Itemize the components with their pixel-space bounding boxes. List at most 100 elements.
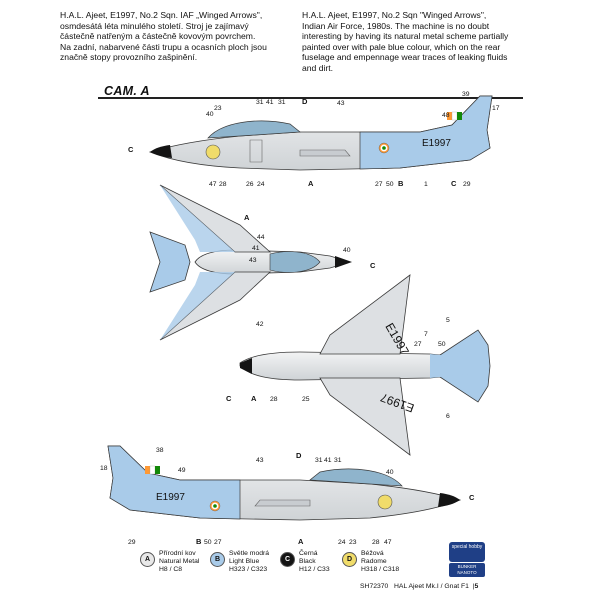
svg-text:17: 17 [492, 105, 500, 112]
svg-text:50: 50 [438, 341, 446, 348]
en-line: Indian Air Force, 1980s. The machine is … [302, 20, 490, 31]
legend-code: H323 / C323 [229, 566, 268, 574]
side-view-right: E1997 38 18 49 43 D 31 41 31 40 29 B 50 … [100, 445, 475, 546]
legend-en: Black [299, 558, 316, 566]
side-view-left: E1997 40 23 31 41 31 D 43 39 17 48 C 47 … [128, 91, 500, 188]
swatch-c: C [280, 552, 295, 567]
svg-text:A: A [308, 179, 314, 188]
page-number: 5 [474, 583, 479, 590]
svg-text:A: A [251, 394, 257, 403]
swatch-d: D [342, 552, 357, 567]
svg-text:39: 39 [462, 91, 470, 98]
svg-text:31: 31 [334, 457, 342, 464]
svg-text:C: C [128, 145, 134, 154]
svg-text:A: A [298, 537, 304, 546]
legend-cz: Světle modrá [229, 550, 270, 557]
description-czech: H.A.L. Ajeet, E1997, No.2 Sqn. IAF „Wing… [60, 10, 267, 63]
svg-text:27: 27 [214, 539, 222, 546]
svg-text:31: 31 [256, 99, 264, 106]
svg-text:40: 40 [343, 247, 351, 254]
en-line: painted over with pale blue colour, whic… [302, 41, 501, 52]
svg-text:41: 41 [324, 457, 332, 464]
en-line: and dirt. [302, 62, 334, 73]
cz-line: částečně natřeným a částečně kovovým pov… [60, 31, 256, 41]
cz-line: značně stopy provozního zašpinění. [60, 52, 198, 62]
svg-text:50: 50 [386, 181, 394, 188]
svg-text:29: 29 [128, 539, 136, 546]
svg-text:28: 28 [270, 396, 278, 403]
svg-text:43: 43 [337, 100, 345, 107]
legend-cz: Béžová [361, 550, 384, 557]
legend-code: H12 / C33 [299, 566, 330, 574]
svg-text:5: 5 [446, 317, 450, 324]
svg-text:50: 50 [204, 539, 212, 546]
en-line: interesting by having its natural metal … [302, 31, 509, 41]
svg-text:38: 38 [156, 447, 164, 454]
legend-code: H8 / C8 [159, 566, 183, 574]
svg-text:43: 43 [249, 257, 257, 264]
svg-text:27: 27 [375, 181, 383, 188]
svg-text:43: 43 [256, 457, 264, 464]
top-view: A 44 42 41 43 40 C [149, 184, 376, 341]
footer-title: HAL Ajeet Mk.I / Gnat F1 [394, 583, 469, 590]
bottom-view: E1997 E1997 5 7 27 50 A 28 25 C 6 [226, 274, 491, 456]
section-rule [98, 97, 523, 99]
svg-text:D: D [296, 451, 302, 460]
svg-text:31: 31 [315, 457, 323, 464]
svg-text:28: 28 [219, 181, 227, 188]
serial-side-left: E1997 [422, 138, 451, 149]
svg-text:C: C [370, 261, 376, 270]
svg-text:40: 40 [386, 469, 394, 476]
svg-text:C: C [451, 179, 457, 188]
svg-text:41: 41 [266, 99, 274, 106]
svg-text:27: 27 [414, 341, 422, 348]
svg-text:7: 7 [424, 331, 428, 338]
svg-text:40: 40 [206, 111, 214, 118]
svg-text:23: 23 [349, 539, 357, 546]
svg-text:18: 18 [100, 465, 108, 472]
svg-text:41: 41 [252, 245, 260, 252]
svg-text:28: 28 [372, 539, 380, 546]
svg-text:26: 26 [246, 181, 254, 188]
en-line: fuselage and empennage wear traces of le… [302, 52, 508, 62]
brand-logo: special hobby [449, 542, 485, 562]
legend-cz: Přírodní kov [159, 550, 196, 557]
svg-text:24: 24 [257, 181, 265, 188]
svg-text:1: 1 [424, 181, 428, 188]
legend-en: Natural Metal [159, 558, 200, 566]
svg-text:49: 49 [178, 467, 186, 474]
svg-text:47: 47 [209, 181, 217, 188]
svg-text:31: 31 [278, 99, 286, 106]
section-label: CAM. A [104, 84, 150, 98]
description-english: H.A.L. Ajeet, E1997, No.2 Sqn "Winged Ar… [302, 10, 517, 73]
cz-line: osmdesátá léta minulého století. Stroj j… [60, 20, 249, 31]
svg-text:B: B [196, 537, 202, 546]
svg-text:48: 48 [442, 112, 450, 119]
svg-text:29: 29 [463, 181, 471, 188]
footer-code: SH72370 [360, 583, 389, 590]
svg-text:C: C [226, 394, 232, 403]
cz-line: H.A.L. Ajeet, E1997, No.2 Sqn. IAF „Wing… [60, 10, 263, 20]
legend-code: H318 / C318 [361, 566, 400, 574]
serial-side-right: E1997 [156, 492, 185, 503]
swatch-a: A [140, 552, 155, 567]
legend-cz: Černá [299, 550, 318, 557]
svg-text:6: 6 [446, 413, 450, 420]
svg-text:A: A [244, 213, 250, 222]
swatch-b: B [210, 552, 225, 567]
legend-en: Radome [361, 558, 387, 566]
svg-text:44: 44 [257, 234, 265, 241]
svg-text:47: 47 [384, 539, 392, 546]
svg-text:D: D [302, 97, 308, 106]
cz-line: Na zadní, nabarvené části trupu a ocasní… [60, 41, 267, 52]
legend-en: Light Blue [229, 558, 260, 566]
en-line: H.A.L. Ajeet, E1997, No.2 Sqn "Winged Ar… [302, 10, 487, 20]
svg-text:24: 24 [338, 539, 346, 546]
svg-text:25: 25 [302, 396, 310, 403]
svg-text:C: C [469, 493, 475, 502]
svg-text:23: 23 [214, 105, 222, 112]
page-footer: SH72370 HAL Ajeet Mk.I / Gnat F1 |5 [360, 583, 479, 590]
svg-text:B: B [398, 179, 404, 188]
partner-logo: BUNKER NANOTO [449, 563, 485, 577]
